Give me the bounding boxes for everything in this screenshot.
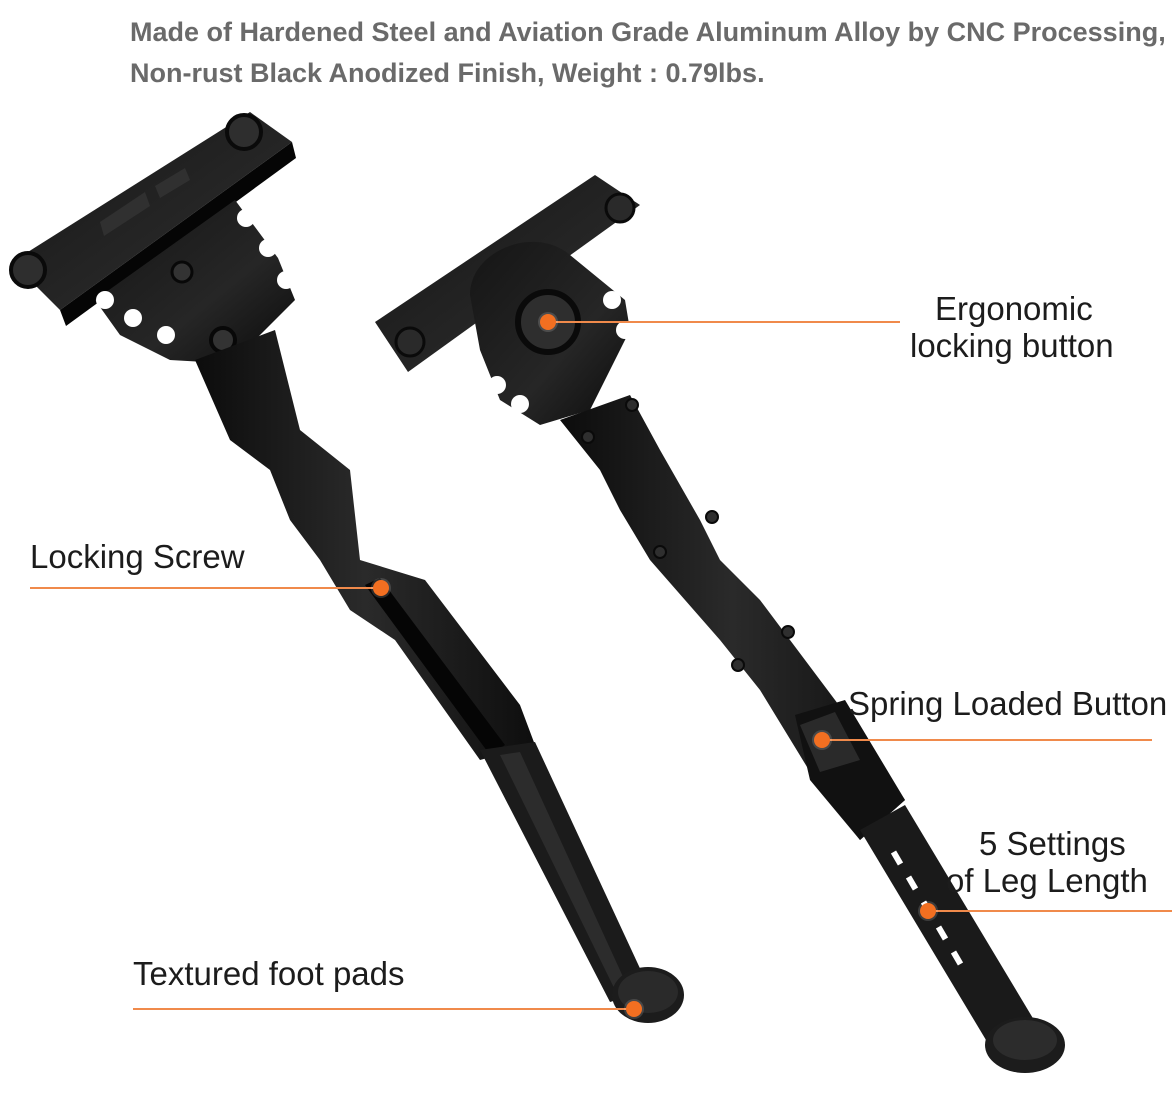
left-swivel-head xyxy=(95,200,295,362)
foot-pads-label: Textured foot pads xyxy=(133,955,405,992)
settings-leader-line xyxy=(928,910,1172,912)
settings-label: 5 Settings xyxy=(979,825,1126,863)
spring-loaded-marker-dot xyxy=(814,732,830,748)
left-rail-mount xyxy=(12,112,292,310)
spring-loaded-leader-line xyxy=(822,739,1152,741)
foot-pads-marker-dot xyxy=(626,1001,642,1017)
settings-label-line-1: 5 Settings xyxy=(979,825,1126,862)
product-description: Made of Hardened Steel and Aviation Grad… xyxy=(130,12,1166,94)
ergonomic-label-line-2: locking button xyxy=(910,327,1114,364)
settings-marker-dot xyxy=(920,903,936,919)
settings-label-2: of Leg Length xyxy=(946,862,1148,900)
description-line-2: Non-rust Black Anodized Finish, Weight :… xyxy=(130,58,765,88)
locking-screw-label: Locking Screw xyxy=(30,538,245,575)
settings-label-line-2: of Leg Length xyxy=(946,862,1148,899)
locking-screw-leader-line xyxy=(30,587,382,589)
locking-screw-marker-dot xyxy=(373,580,389,596)
ergonomic-label-line-1: Ergonomic xyxy=(935,290,1093,327)
ergonomic-label: Ergonomic xyxy=(935,290,1093,328)
ergonomic-marker-dot xyxy=(540,314,556,330)
foot-pads-leader-line xyxy=(133,1008,633,1010)
description-line-1: Made of Hardened Steel and Aviation Grad… xyxy=(130,17,1166,47)
left-bipod-leg xyxy=(9,112,684,1023)
spring-loaded-label: Spring Loaded Button xyxy=(848,685,1168,722)
left-mount-bolt-icon xyxy=(225,113,263,151)
right-extension-tube xyxy=(860,805,1040,1055)
left-leg-body xyxy=(195,330,535,760)
ergonomic-leader-line xyxy=(548,321,900,323)
right-bipod-leg xyxy=(375,175,1065,1073)
ergonomic-label-2: locking button xyxy=(910,327,1114,365)
